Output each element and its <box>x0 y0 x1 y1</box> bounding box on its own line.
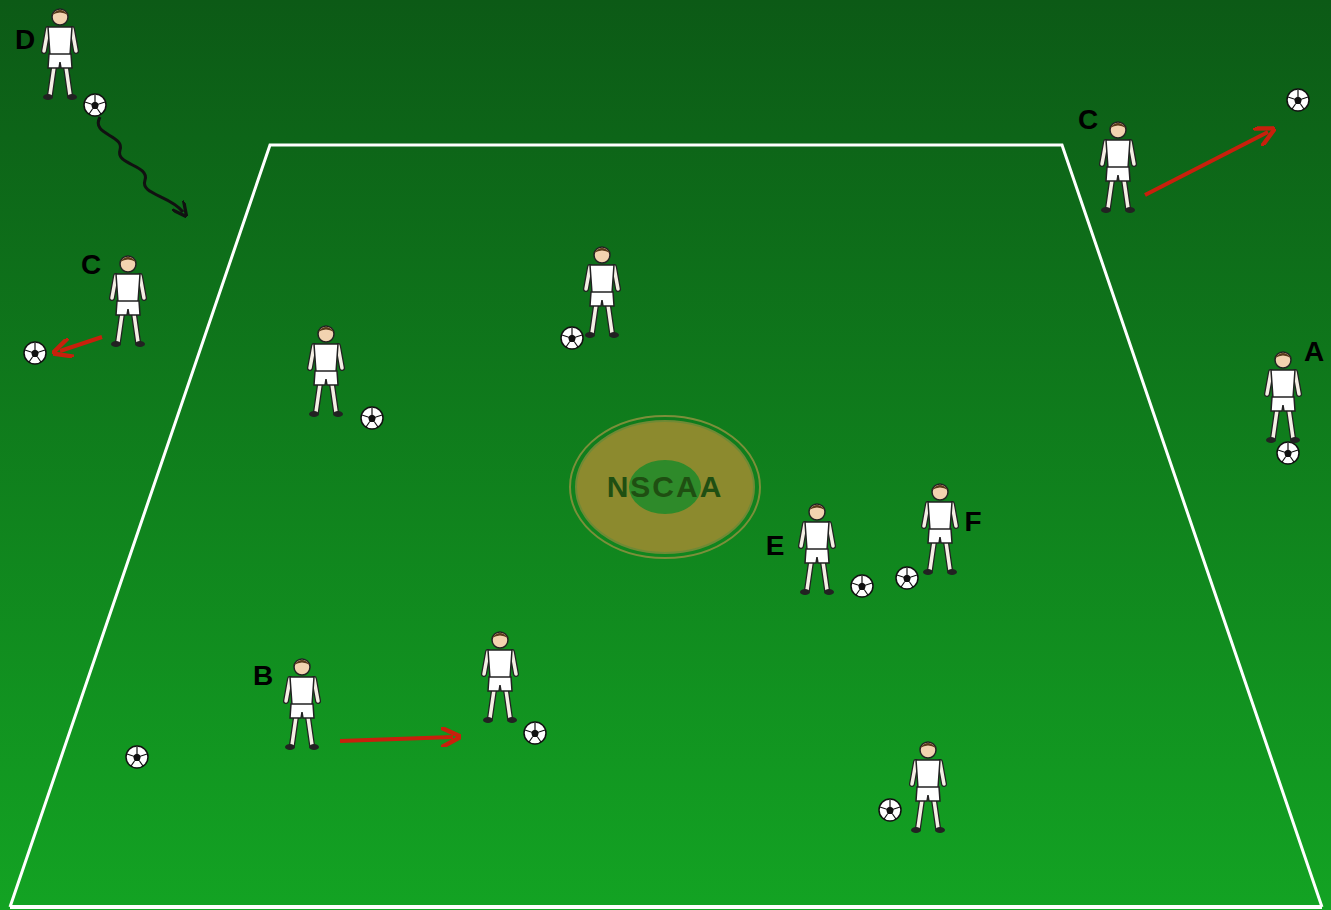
soccer-ball <box>896 567 918 589</box>
player-letter: C <box>81 251 101 279</box>
player-figure <box>1266 352 1300 443</box>
player-figure <box>923 484 957 575</box>
player-figure <box>483 632 517 723</box>
player-letter: E <box>766 532 785 560</box>
player-letter: D <box>15 26 35 54</box>
soccer-ball <box>24 342 46 364</box>
field-boundary <box>10 905 1322 909</box>
player-letter: F <box>964 508 981 536</box>
soccer-ball <box>361 407 383 429</box>
player-figure <box>800 504 834 595</box>
player-figure <box>585 247 619 338</box>
run-arrow <box>340 737 453 741</box>
soccer-ball <box>851 575 873 597</box>
player-figure <box>911 742 945 833</box>
player-figure <box>309 326 343 417</box>
player-letter: A <box>1304 338 1324 366</box>
pass-arrow <box>1145 132 1268 195</box>
logo-watermark: NSCAA <box>607 472 724 502</box>
soccer-ball <box>84 94 106 116</box>
soccer-ball <box>1277 442 1299 464</box>
player-letter: B <box>253 662 273 690</box>
player-figure <box>1101 122 1135 213</box>
pass-arrow <box>60 337 102 351</box>
soccer-ball <box>126 746 148 768</box>
field-boundary <box>10 145 1322 907</box>
player-figure <box>111 256 145 347</box>
dribble-arrow <box>98 117 183 212</box>
soccer-ball <box>561 327 583 349</box>
soccer-ball <box>524 722 546 744</box>
soccer-ball <box>879 799 901 821</box>
player-figure <box>43 9 77 100</box>
player-figure <box>285 659 319 750</box>
player-letter: C <box>1078 106 1098 134</box>
soccer-ball <box>1287 89 1309 111</box>
nscaa-logo <box>570 416 760 558</box>
